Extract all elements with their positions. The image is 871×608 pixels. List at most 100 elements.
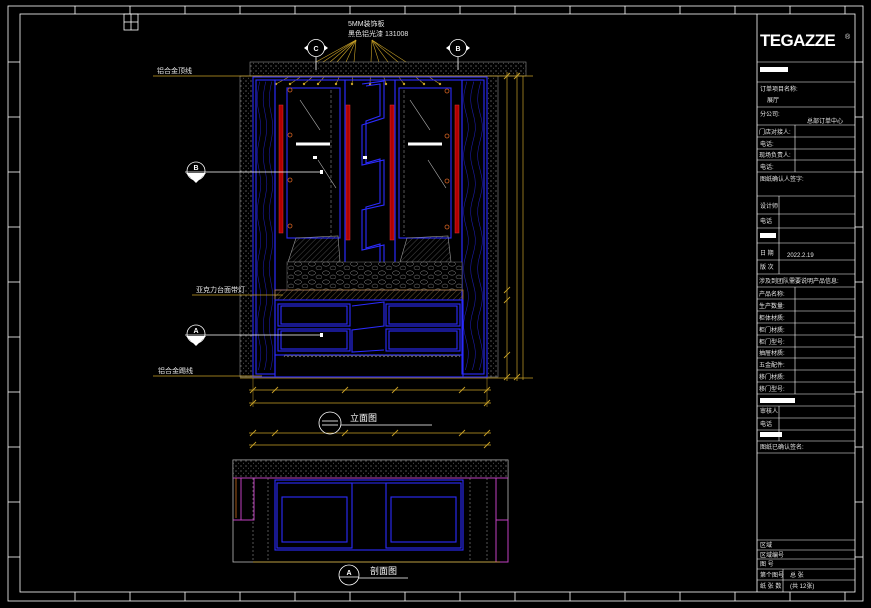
plinth-light [383,354,389,358]
plinth-light [319,354,325,358]
plinth-light [363,354,369,358]
plinth-light [435,354,441,358]
reviewer-phone-label: 电话 [760,420,772,428]
outer-border [7,5,864,602]
section-title: A 剖面图 [338,564,408,586]
branch-label: 分公司: [760,110,780,118]
stepped-shelves [361,80,385,290]
plinth-light [447,354,453,358]
dimension-tick [503,296,511,304]
plinth-light [315,354,321,358]
stone-decor [286,261,463,291]
left-shelf-glass [287,235,341,263]
callout-countertop: 亚克力台面带灯 [192,285,283,296]
callout-top-trim: 铝合金顶线 [153,66,262,77]
redacted-bar-2 [760,233,776,238]
store-contact-label: 门店对接人: [759,128,791,136]
plinth-light [331,354,337,358]
svg-text:®: ® [845,33,851,41]
dimension-tick [458,386,466,394]
dimension-tick [391,429,399,437]
redacted-bar-4 [760,432,782,437]
plinth-light [395,354,401,358]
leader-dot [402,82,406,86]
middle-slanted-shelves [351,301,385,353]
dimension-tick [271,386,279,394]
drawing-confirmed-label: 图纸已确认签名: [760,443,804,451]
hinge-icon [444,178,450,184]
dimension-tick [503,286,511,294]
product-field: 移门材质: [759,373,785,381]
plinth-light [355,354,361,358]
drawer-left-top [277,303,351,327]
plinth-light [291,354,297,358]
sheet-count-label: 纸 张 数 [760,582,781,590]
leader-dot [438,82,442,86]
right-wall-hatch [486,75,499,378]
plinth-light [399,354,405,358]
site-manager-label: 现场负责人: [759,151,791,159]
plinth-light [287,354,293,358]
section-marker-a-left: A [185,324,323,346]
dimension-tick [249,429,257,437]
dimension-tick [391,386,399,394]
drawing-frame [7,5,864,602]
plinth-light [283,354,289,358]
corner-box [123,13,139,31]
plinth-light [375,354,381,358]
leader-dot [384,82,388,86]
svg-text:亚克力台面带灯: 亚克力台面带灯 [196,285,245,294]
left-glass-door [274,79,346,291]
plinth-light [451,354,457,358]
dimension-tick [249,441,257,449]
plinth-light-row [283,354,461,358]
order-project-value: 展厅 [767,97,779,104]
plinth-light [407,354,413,358]
hinge-icon [287,177,293,183]
drawer-right-top [385,303,461,327]
plinth-light [327,354,333,358]
wood-grain-line [256,81,262,371]
right-glass-panel [398,87,452,239]
dimension-tick [483,441,491,449]
wood-grain-line [262,81,268,371]
title-block: TEGAZZE ® 订单项目名称: 展厅 分公司: 总部订单中心 门店对接人: … [756,14,855,592]
door-hinges [287,87,450,230]
plinth-light [367,354,373,358]
confirm-sign-label: 图纸确认人签字: [760,175,804,183]
plinth-light [299,354,305,358]
dimension-tick [271,429,279,437]
product-field: 生产数量: [759,302,785,310]
wood-grain-line [477,81,483,371]
reviewer-label: 审核人 [760,407,778,415]
plinth-light [307,354,313,358]
date-value: 2022.2.19 [787,253,814,259]
acrylic-countertop [274,289,464,301]
hinge-icon [287,132,293,138]
section-cabinet-body [274,479,464,551]
svg-text:A: A [193,328,198,335]
left-wall-hatch [239,75,254,378]
hinge-icon [444,224,450,230]
wood-grain-line [463,81,469,371]
svg-text:B: B [193,165,198,172]
branch-value: 总部订单中心 [807,117,843,125]
svg-text:铝合金顶线: 铝合金顶线 [157,66,192,75]
plinth-light [371,354,377,358]
leader-dot [350,82,354,86]
section-drawer-right [385,482,462,549]
right-glass-door [394,79,463,291]
drawer-right-bottom [385,328,461,352]
sheet-no-label: 第个图号 [760,571,784,579]
inner-border [19,13,856,593]
area-label: 区域 [760,541,772,549]
right-wall-section [495,519,509,563]
plinth-light [431,354,437,358]
total-label: 总 张 [790,571,804,579]
section-top-band [232,459,509,479]
svg-text:C: C [313,46,318,53]
elevation-title: 立面图 [318,411,432,435]
leader-dot [316,82,320,86]
plinth-light [391,354,397,358]
